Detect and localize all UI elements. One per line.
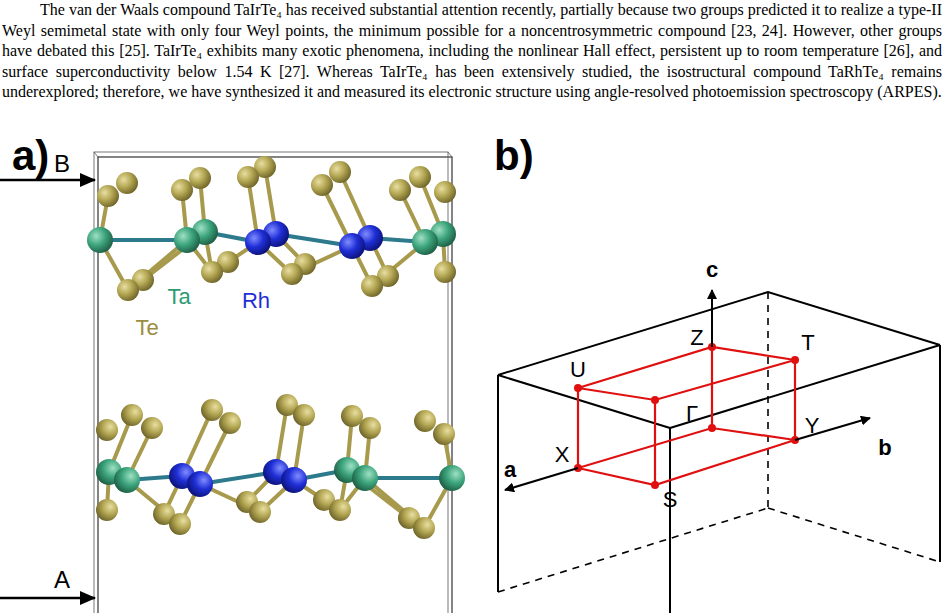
k-point-label: S (663, 487, 678, 513)
atom-label: Te (135, 315, 158, 341)
body-paragraph: The van der Waals compound TaIrTe₄ has r… (2, 0, 942, 103)
k-point-label: T (801, 330, 814, 356)
k-point-label: Γ (686, 401, 698, 427)
axis-label: b (878, 435, 891, 461)
layer-label: A (54, 566, 70, 594)
axis-label: a (504, 457, 516, 483)
panel-label: a) (12, 132, 49, 180)
atom-label: Ta (167, 284, 190, 310)
axis-label: c (706, 257, 718, 283)
k-point-label: U (570, 357, 586, 383)
k-point-label: Y (805, 413, 820, 439)
atom-label: Rh (242, 288, 270, 314)
k-point-label: Z (690, 325, 703, 351)
layer-label: B (54, 150, 70, 178)
panel-label: b) (494, 132, 534, 180)
k-point-label: X (555, 442, 570, 468)
